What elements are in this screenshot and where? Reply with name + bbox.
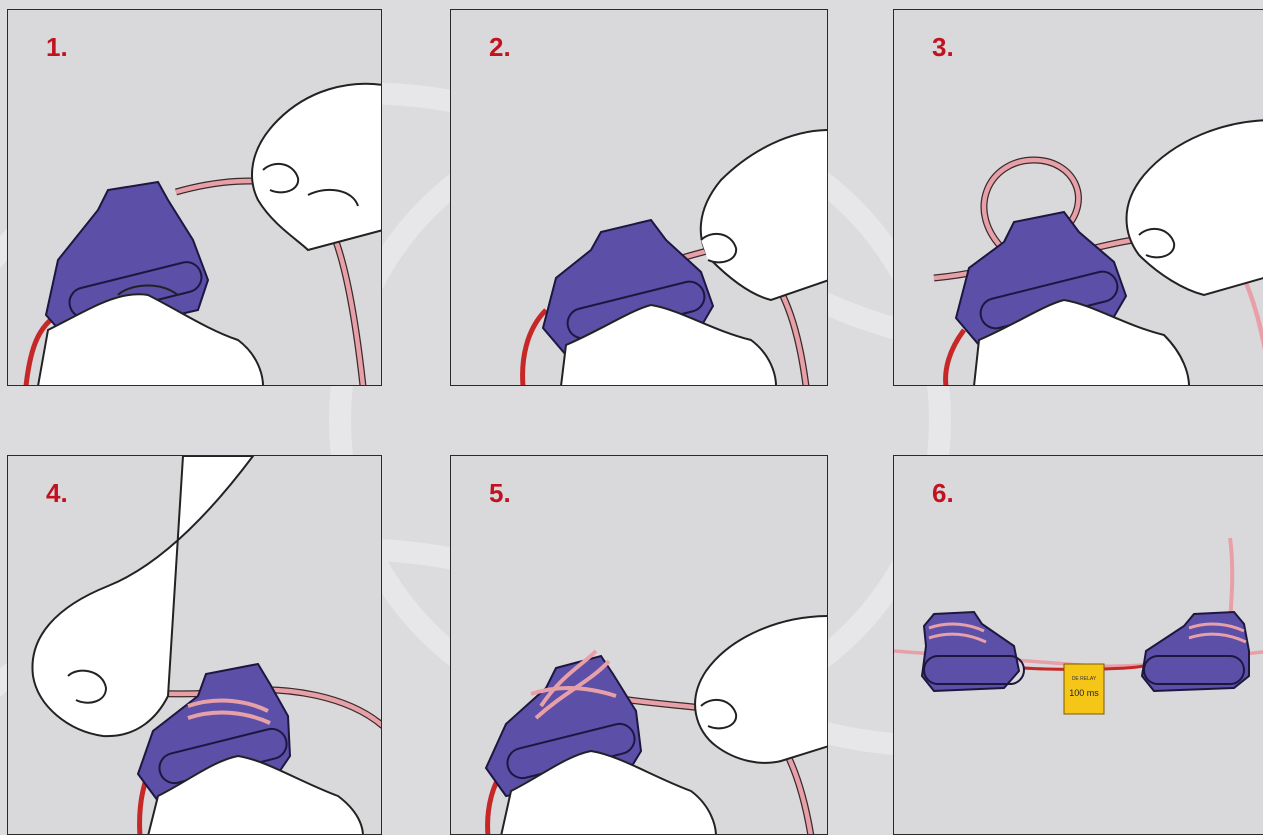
step-panel-2: 2.	[450, 9, 828, 386]
tag-line-2: 100 ms	[1064, 688, 1104, 698]
step-number: 6.	[932, 478, 954, 509]
step-4-illustration	[8, 456, 382, 835]
step-number: 3.	[932, 32, 954, 63]
step-panel-6: DE RELAY 100 ms 6.	[893, 455, 1263, 835]
step-number: 1.	[46, 32, 68, 63]
step-1-illustration	[8, 10, 382, 386]
tag-line-1: DE RELAY	[1064, 676, 1104, 682]
step-2-illustration	[451, 10, 828, 386]
step-5-illustration	[451, 456, 828, 835]
step-panel-5: 5.	[450, 455, 828, 835]
step-panel-4: 4.	[7, 455, 382, 835]
step-panel-3: 3.	[893, 9, 1263, 386]
step-3-illustration	[894, 10, 1263, 386]
step-number: 5.	[489, 478, 511, 509]
step-6-illustration	[894, 456, 1263, 835]
step-number: 2.	[489, 32, 511, 63]
step-panel-1: 1.	[7, 9, 382, 386]
step-number: 4.	[46, 478, 68, 509]
